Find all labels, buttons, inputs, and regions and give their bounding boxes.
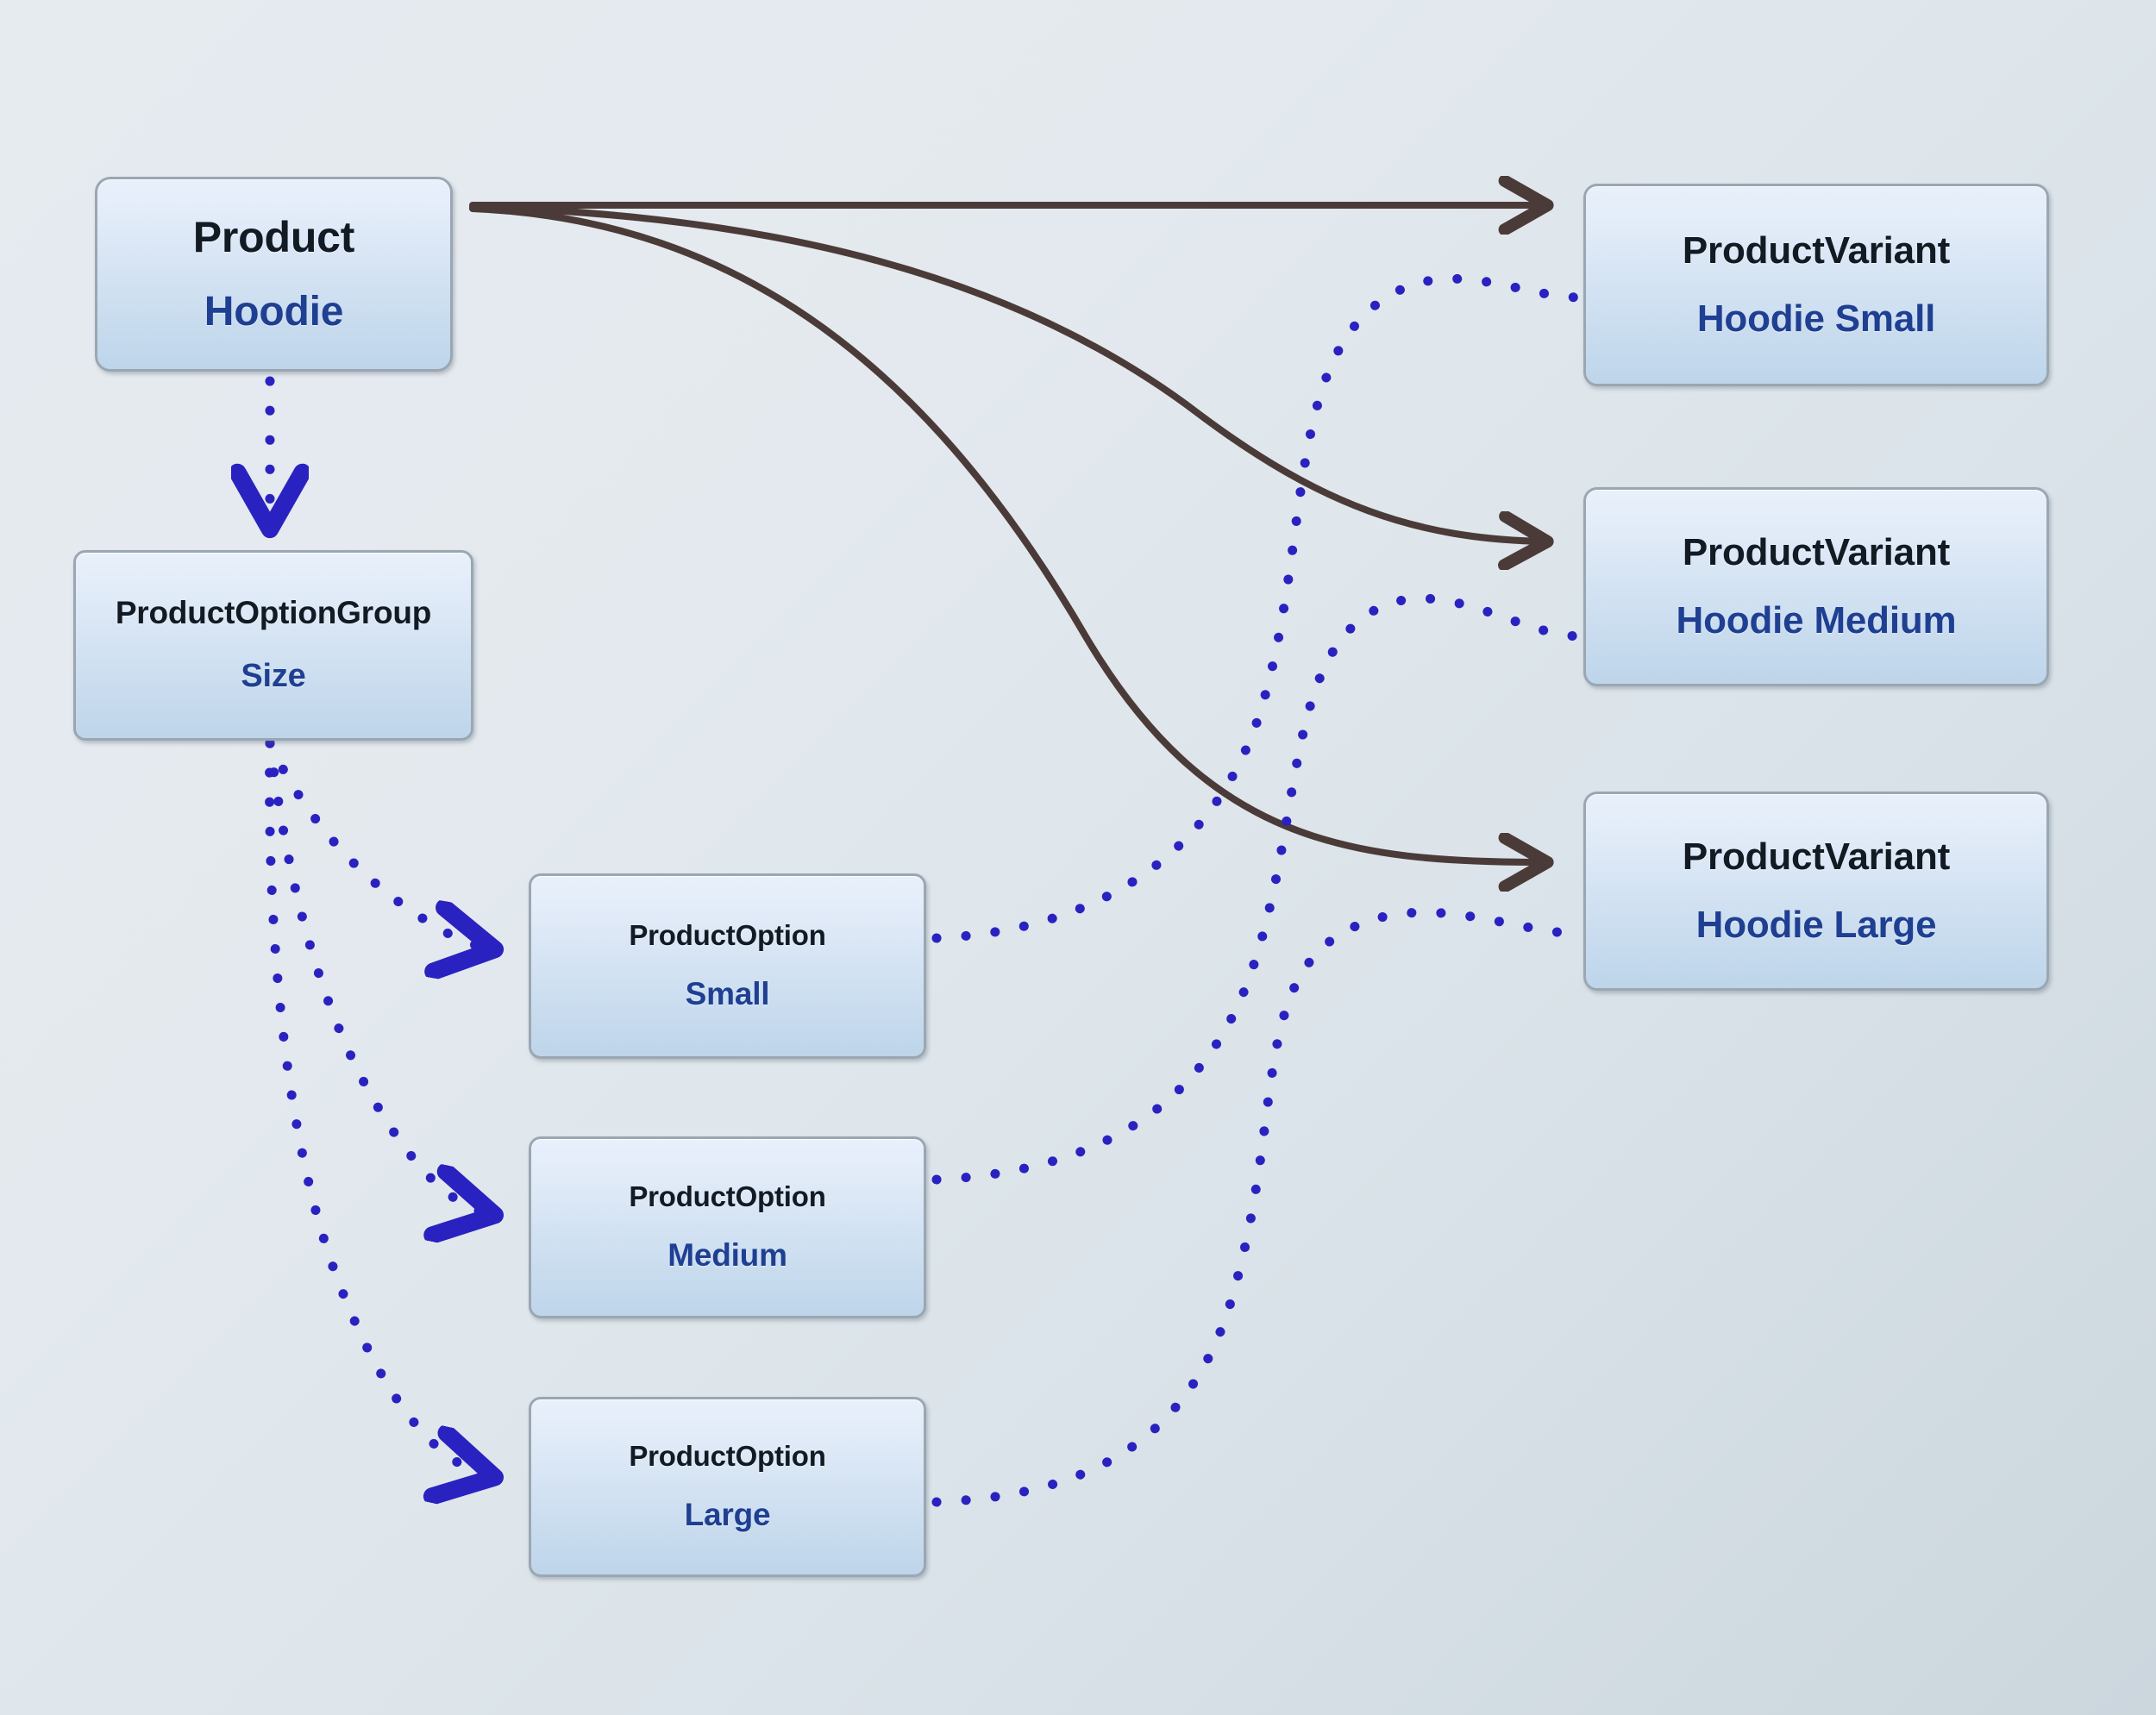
- edge-product-to-variant-large: [469, 205, 1544, 862]
- node-product-option-medium[interactable]: ProductOption Medium: [529, 1136, 926, 1318]
- node-option-group-name: Size: [241, 657, 306, 694]
- node-option-small-type: ProductOption: [629, 918, 826, 951]
- node-product-variant-small[interactable]: ProductVariant Hoodie Small: [1583, 184, 2049, 386]
- node-option-small-name: Small: [685, 976, 770, 1012]
- edge-option-large-to-variant-large: [931, 907, 1587, 1507]
- node-variant-medium-name: Hoodie Medium: [1676, 598, 1957, 642]
- node-product-variant-medium[interactable]: ProductVariant Hoodie Medium: [1583, 487, 2049, 686]
- node-option-large-name: Large: [684, 1497, 771, 1533]
- edge-option-group-to-option-large: [265, 738, 490, 1476]
- node-option-medium-type: ProductOption: [629, 1180, 826, 1212]
- edge-option-small-to-variant-small: [931, 273, 1587, 943]
- node-product-type: Product: [192, 212, 355, 261]
- edge-option-group-to-option-medium: [265, 738, 490, 1214]
- node-option-large-type: ProductOption: [629, 1439, 826, 1472]
- node-variant-small-type: ProductVariant: [1682, 229, 1951, 272]
- node-product-option-group[interactable]: ProductOptionGroup Size: [73, 550, 473, 741]
- node-variant-large-type: ProductVariant: [1682, 836, 1951, 879]
- node-product[interactable]: Product Hoodie: [95, 177, 453, 372]
- node-option-medium-name: Medium: [667, 1237, 787, 1274]
- node-product-option-small[interactable]: ProductOption Small: [529, 873, 926, 1059]
- edge-option-group-to-option-small: [265, 738, 490, 948]
- edge-product-to-variant-medium: [469, 203, 1544, 541]
- node-option-group-type: ProductOptionGroup: [115, 595, 432, 631]
- node-product-option-large[interactable]: ProductOption Large: [529, 1397, 926, 1577]
- node-variant-medium-type: ProductVariant: [1682, 531, 1951, 574]
- node-product-name: Hoodie: [204, 289, 344, 335]
- node-product-variant-large[interactable]: ProductVariant Hoodie Large: [1583, 792, 2049, 991]
- node-variant-large-name: Hoodie Large: [1695, 903, 1937, 946]
- node-variant-small-name: Hoodie Small: [1696, 297, 1936, 340]
- edge-option-medium-to-variant-medium: [931, 593, 1587, 1185]
